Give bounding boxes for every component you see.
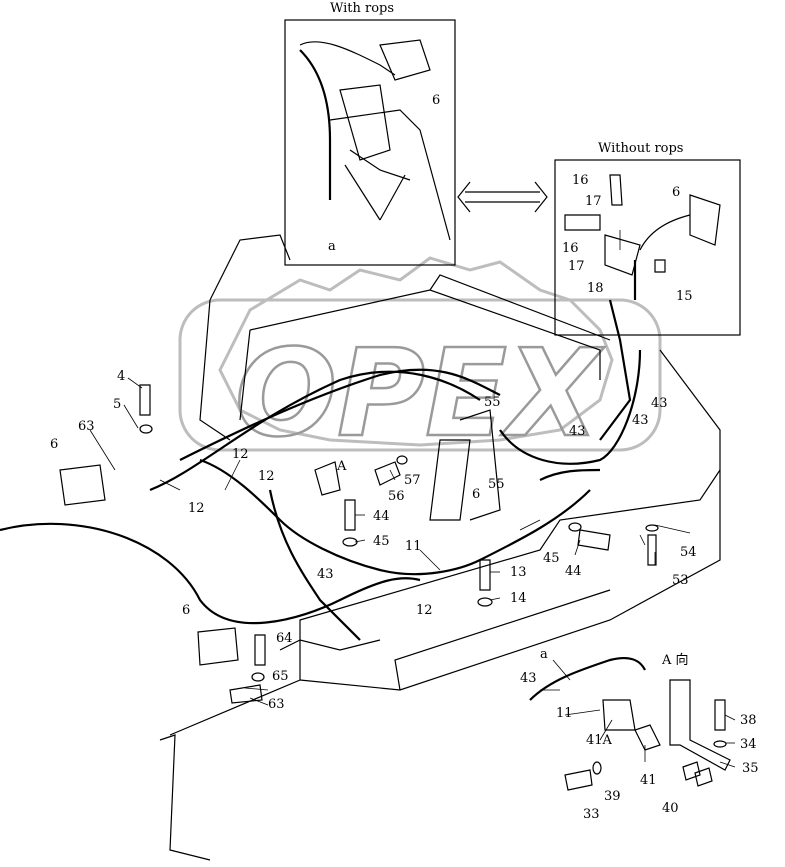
callout-5: 5 bbox=[113, 397, 121, 412]
callout-55a: 55 bbox=[484, 395, 501, 410]
callout-17b: 17 bbox=[568, 259, 585, 274]
watermark-gear: OPEX bbox=[178, 256, 662, 465]
callout-43c: 43 bbox=[569, 424, 586, 439]
callout-A: A bbox=[336, 459, 347, 474]
callout-16b: 16 bbox=[562, 241, 579, 256]
callout-a-main: 6 bbox=[472, 487, 480, 502]
callout-12b: 12 bbox=[258, 469, 275, 484]
view-a-title: A 向 bbox=[661, 652, 689, 668]
inset-with-rops: With rops 6 a bbox=[284, 1, 456, 266]
leader-lines bbox=[89, 230, 736, 768]
callout-15: 15 bbox=[676, 289, 693, 304]
callout-65: 65 bbox=[272, 669, 289, 684]
callout-6-right: 6 bbox=[672, 185, 680, 200]
callout-34: 38 bbox=[740, 713, 757, 728]
callout-55b: 55 bbox=[488, 477, 505, 492]
callout-39: 33 bbox=[583, 807, 600, 822]
callout-6-inset: 6 bbox=[432, 93, 440, 108]
callout-40: 39 bbox=[604, 789, 621, 804]
callout-13: 13 bbox=[510, 565, 527, 580]
callout-41A: 11 bbox=[556, 706, 573, 721]
callout-64: 64 bbox=[276, 631, 293, 646]
callout-6-left: 6 bbox=[50, 437, 58, 452]
callout-45-left: 45 bbox=[373, 534, 390, 549]
callout-45-right: 45 bbox=[543, 551, 560, 566]
callout-38: 41 bbox=[640, 773, 657, 788]
callout-43-left: 43 bbox=[317, 567, 334, 582]
inset-without-rops: Without rops 16 17 16 17 18 15 6 bbox=[554, 141, 741, 336]
callout-44-left: 44 bbox=[373, 509, 390, 524]
callout-12a: 12 bbox=[232, 447, 249, 462]
wiring-harness bbox=[0, 299, 646, 701]
callout-6-bottom: 6 bbox=[182, 603, 190, 618]
callout-41: 41A bbox=[586, 733, 613, 748]
callout-11-viewA: 43 bbox=[520, 671, 537, 686]
callout-12d: 12 bbox=[416, 603, 433, 618]
callout-57: 57 bbox=[404, 473, 421, 488]
callout-41-bottom: 40 bbox=[662, 801, 679, 816]
callout-a-inset: a bbox=[328, 239, 336, 254]
callout-14: 14 bbox=[510, 591, 527, 606]
without-rops-title: Without rops bbox=[598, 141, 683, 156]
callout-17a: 17 bbox=[585, 194, 602, 209]
callout-12c: 12 bbox=[188, 501, 205, 516]
watermark-text: OPEX bbox=[235, 325, 605, 464]
double-arrow-icon bbox=[457, 181, 548, 213]
with-rops-title: With rops bbox=[330, 1, 394, 16]
callout-63-bottom: 63 bbox=[268, 697, 285, 712]
callout-43-viewA: a bbox=[540, 647, 548, 662]
callout-54: 54 bbox=[680, 545, 697, 560]
callout-56: 56 bbox=[388, 489, 405, 504]
callout-11: 11 bbox=[405, 539, 422, 554]
callout-16a: 16 bbox=[572, 173, 589, 188]
callout-43b: 43 bbox=[632, 413, 649, 428]
callout-44-right: 44 bbox=[565, 564, 582, 579]
callout-35: 34 bbox=[740, 737, 757, 752]
callout-53: 53 bbox=[672, 573, 689, 588]
callout-18: 18 bbox=[587, 281, 604, 296]
callout-33: 35 bbox=[742, 761, 759, 776]
callout-labels: 4 5 63 6 12 12 12 A 57 56 44 45 11 43 12… bbox=[50, 369, 759, 822]
callout-4: 4 bbox=[117, 369, 125, 384]
callout-43a: 43 bbox=[651, 396, 668, 411]
callout-63-top: 63 bbox=[78, 419, 95, 434]
view-a-detail: A 向 bbox=[564, 652, 731, 791]
